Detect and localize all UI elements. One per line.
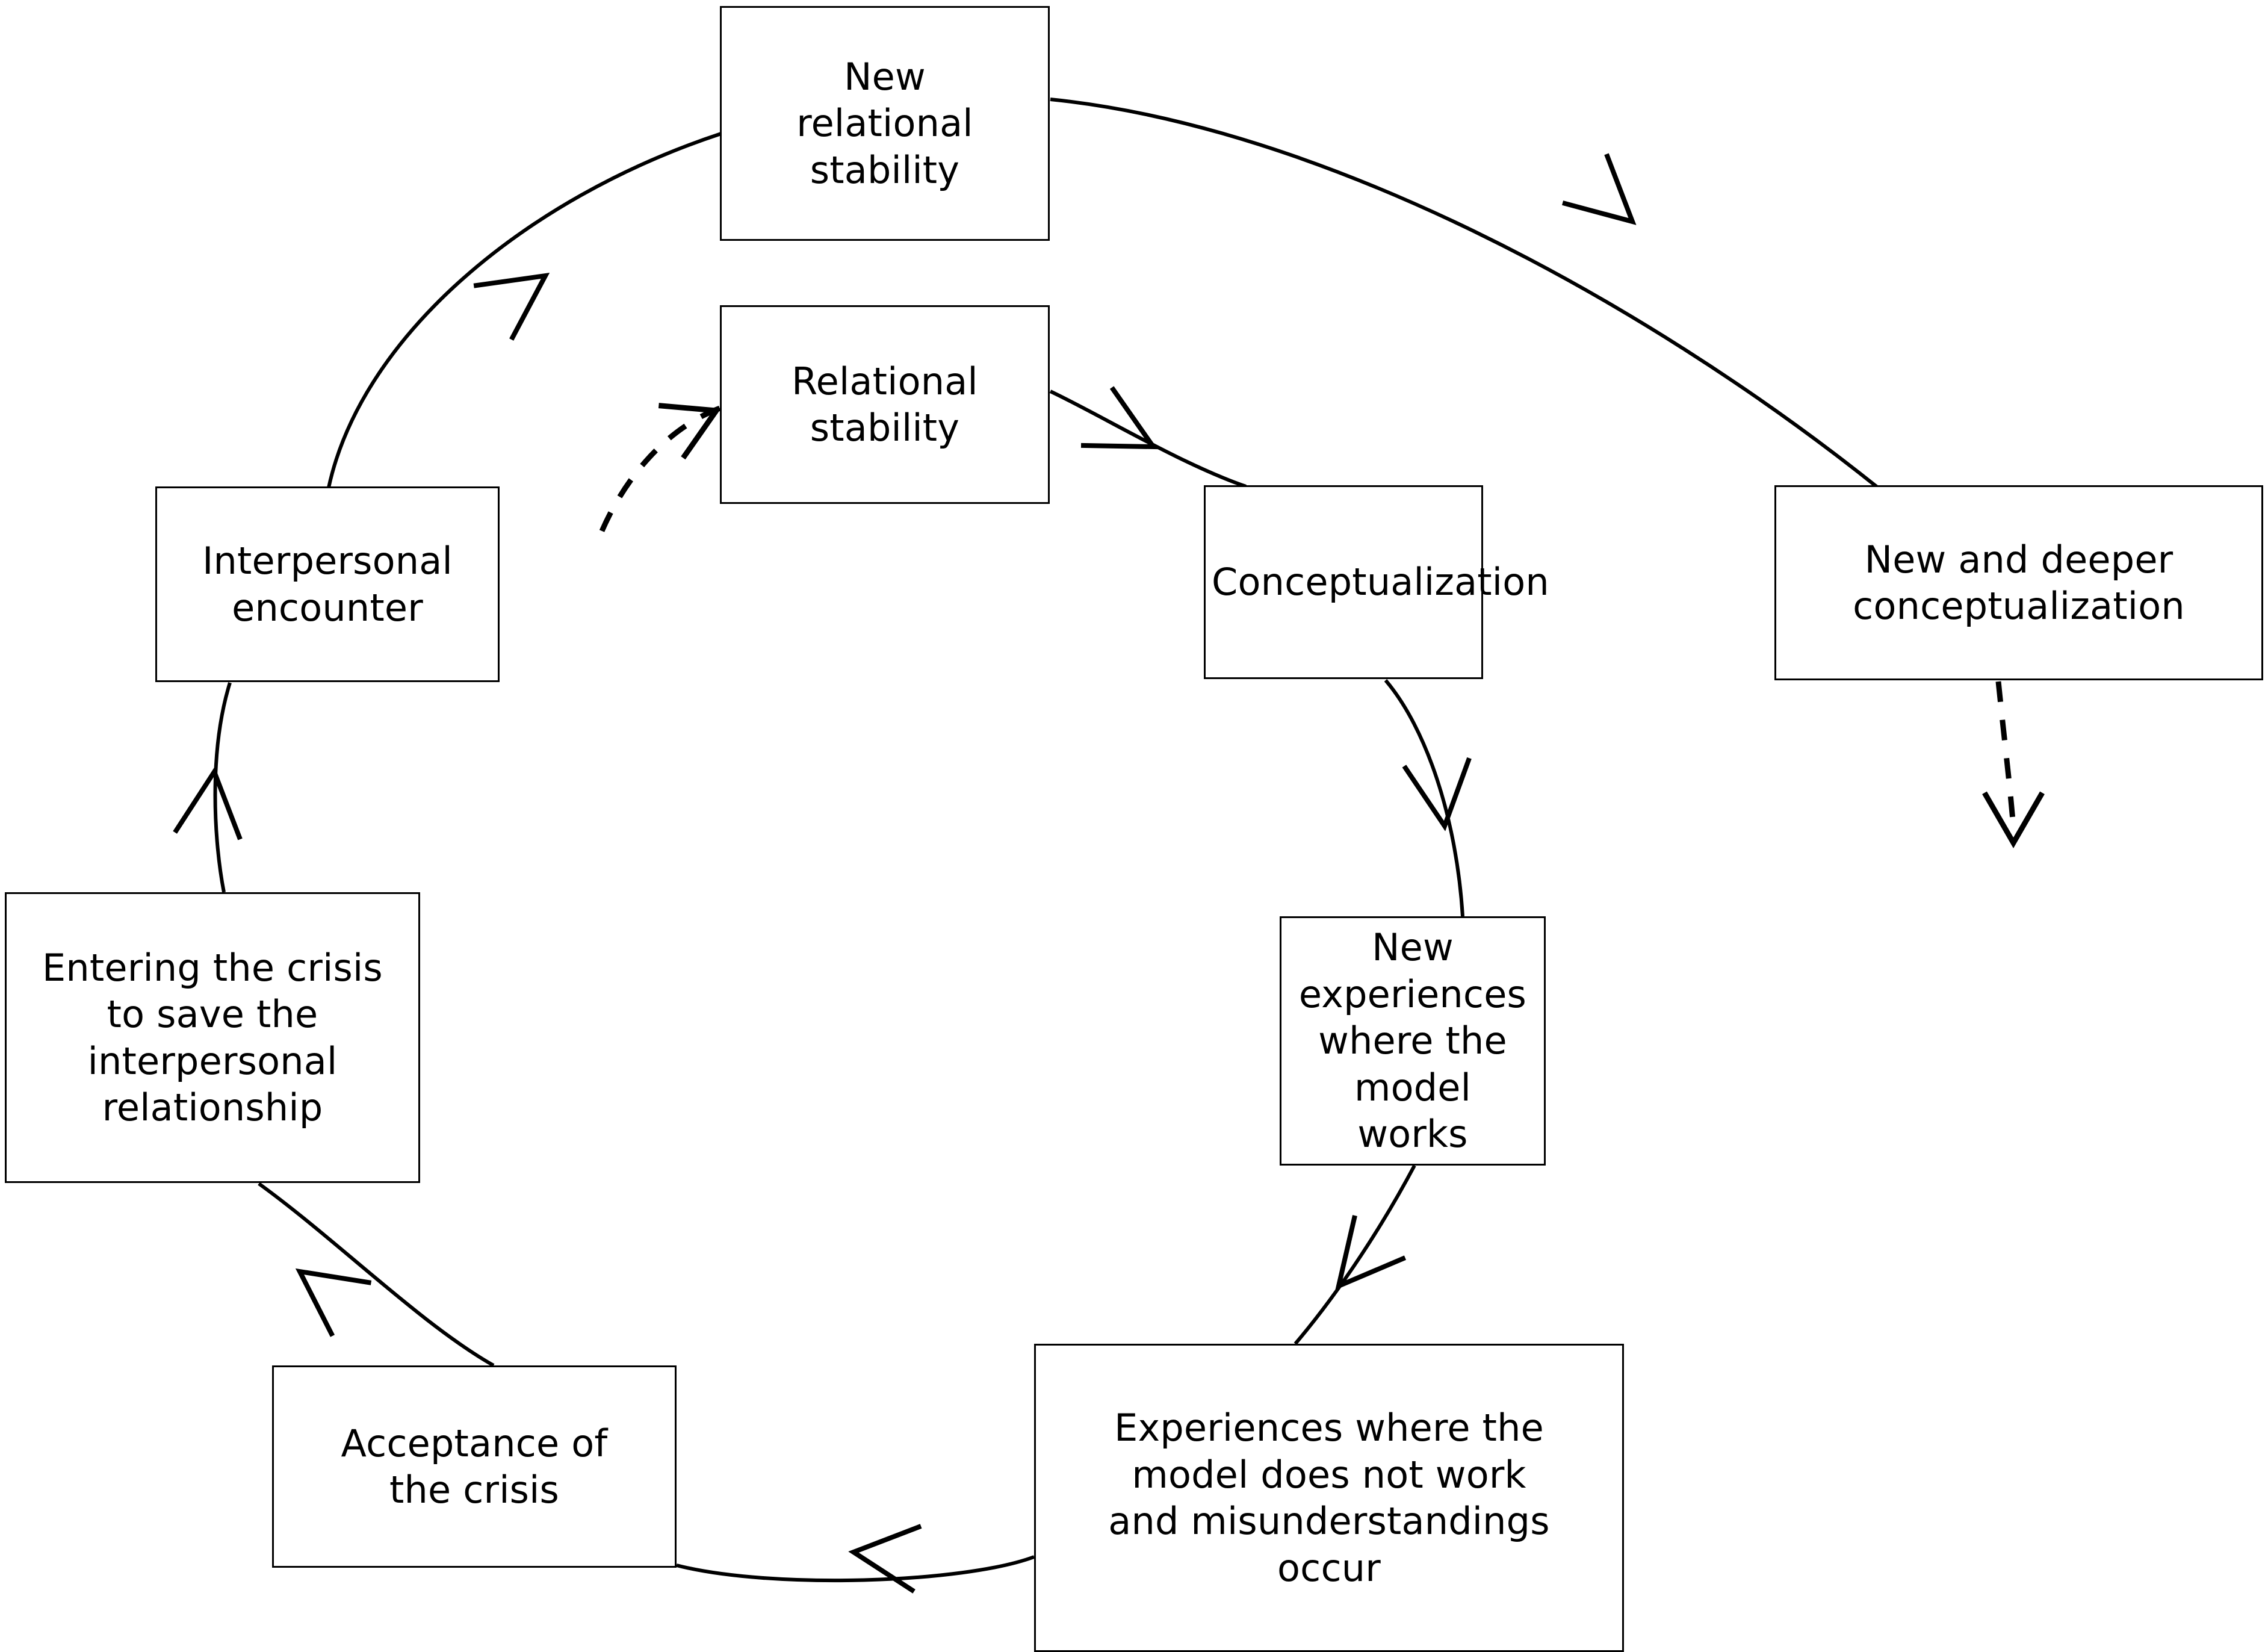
edge-path xyxy=(327,132,722,488)
arrowhead-icon xyxy=(1562,153,1637,225)
arrowhead-icon xyxy=(295,1268,372,1337)
arrowhead-icon xyxy=(1402,757,1472,831)
node-label-experiences-model-does-not-work: Experiences where the model does not wor… xyxy=(1108,1406,1550,1590)
edge-edge-dashed-to-relational-stability xyxy=(599,403,722,532)
edge-edge-new-relational-stability-to-new-deeper-conceptualization xyxy=(1050,98,1879,489)
node-experiences-model-does-not-work[interactable]: Experiences where the model does not wor… xyxy=(1034,1344,1624,1652)
node-entering-the-crisis[interactable]: Entering the crisis to save the interper… xyxy=(5,892,420,1183)
edge-edge-relational-stability-to-conceptualization xyxy=(1049,386,1247,488)
edge-path xyxy=(1050,98,1879,489)
node-label-relational-stability: Relational stability xyxy=(792,359,978,450)
arrowhead-icon xyxy=(473,272,550,341)
node-new-relational-stability[interactable]: New relational stability xyxy=(720,6,1050,241)
edge-edge-interpersonal-encounter-to-new-relational-stability xyxy=(327,132,722,488)
edge-edge-dashed-from-new-deeper-conceptualization xyxy=(1982,681,2045,849)
arrowhead-icon xyxy=(1080,386,1158,450)
edge-edge-conceptualization-to-new-experiences xyxy=(1384,679,1472,917)
node-label-acceptance-of-the-crisis: Acceptance of the crisis xyxy=(341,1421,608,1512)
node-label-interpersonal-encounter: Interpersonal encounter xyxy=(202,539,453,630)
node-interpersonal-encounter[interactable]: Interpersonal encounter xyxy=(155,486,500,682)
arrowhead-icon xyxy=(658,403,722,460)
node-label-conceptualization: Conceptualization xyxy=(1212,560,1549,604)
node-new-and-deeper-conceptualization[interactable]: New and deeper conceptualization xyxy=(1774,485,2263,680)
node-relational-stability[interactable]: Relational stability xyxy=(720,305,1050,504)
node-acceptance-of-the-crisis[interactable]: Acceptance of the crisis xyxy=(272,1365,677,1568)
node-label-new-and-deeper-conceptualization: New and deeper conceptualization xyxy=(1853,537,2185,629)
edge-path xyxy=(258,1182,495,1367)
arrowhead-icon xyxy=(1335,1215,1407,1290)
node-conceptualization[interactable]: Conceptualization xyxy=(1204,485,1549,679)
edge-edge-new-experiences-to-experiences-not-work xyxy=(1294,1164,1416,1345)
node-new-experiences-model-works[interactable]: New experiences where the model works xyxy=(1280,916,1546,1166)
edge-path xyxy=(1995,681,2016,828)
node-label-new-relational-stability: New relational stability xyxy=(796,54,973,192)
arrowhead-icon xyxy=(173,766,243,840)
arrowhead-icon xyxy=(1982,791,2045,849)
edge-path xyxy=(1294,1164,1416,1345)
edge-path xyxy=(1384,679,1464,917)
edge-path xyxy=(599,405,721,532)
arrowhead-icon xyxy=(848,1524,922,1594)
edge-edge-entering-the-crisis-to-interpersonal-encounter xyxy=(173,682,243,893)
edge-path xyxy=(1049,390,1247,488)
node-label-entering-the-crisis: Entering the crisis to save the interper… xyxy=(42,945,383,1130)
edge-edge-experiences-not-work-to-acceptance xyxy=(676,1524,1035,1594)
node-label-new-experiences-model-works: New experiences where the model works xyxy=(1298,925,1527,1157)
edge-edge-acceptance-to-entering-the-crisis xyxy=(258,1182,495,1367)
edge-path xyxy=(676,1555,1035,1583)
edge-path xyxy=(213,682,232,893)
